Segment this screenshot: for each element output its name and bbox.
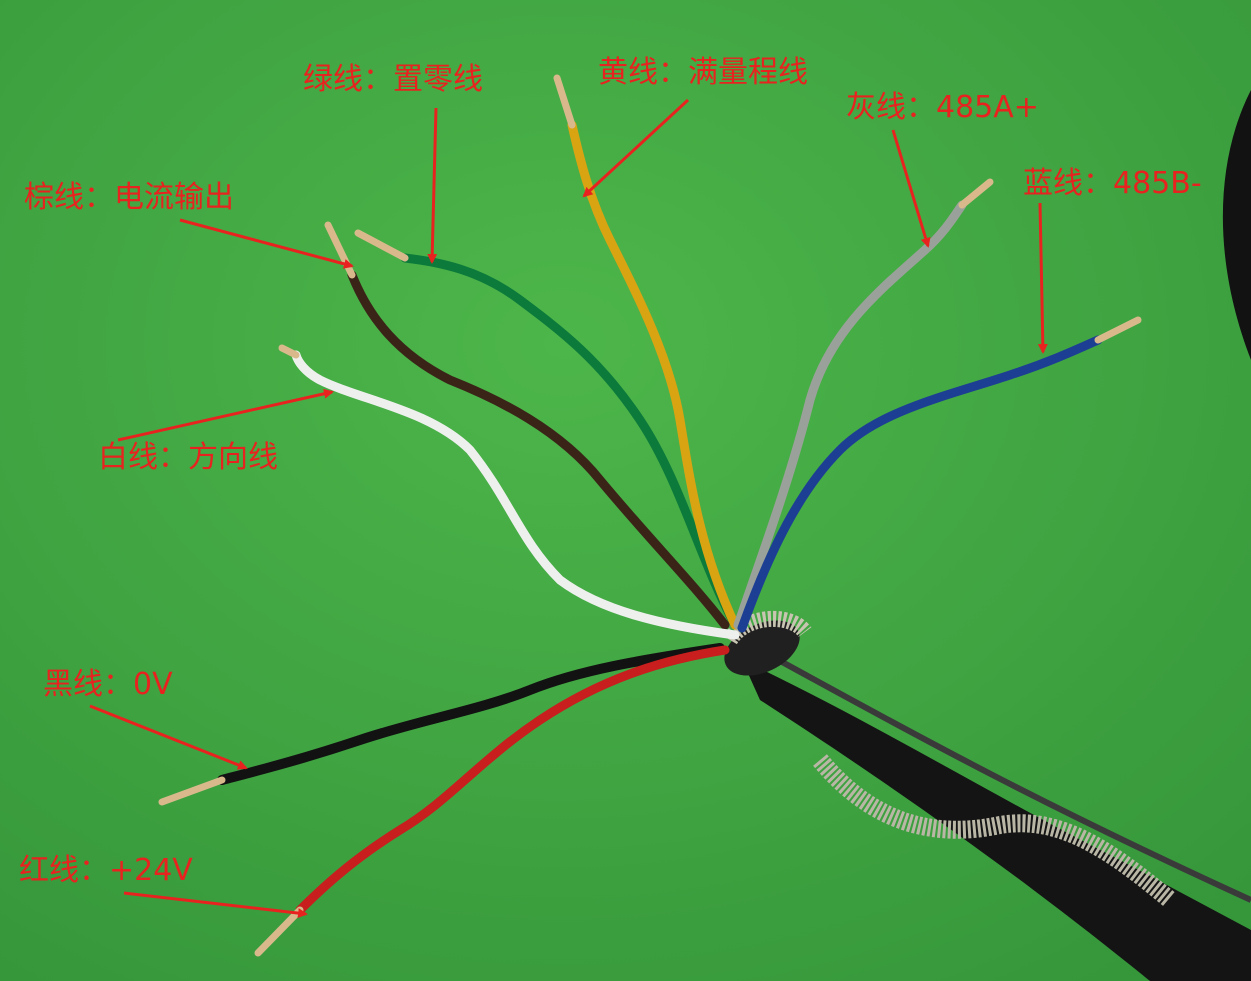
yellow-arrow bbox=[582, 98, 690, 198]
copper-tips bbox=[158, 74, 1142, 957]
cable-end bbox=[724, 620, 800, 676]
wires bbox=[217, 120, 1103, 915]
label-white-wire: 白线：方向线 bbox=[98, 440, 278, 475]
blue-wire bbox=[737, 335, 1103, 633]
label-yellow-wire: 黄线：满量程线 bbox=[598, 55, 808, 90]
green-tip bbox=[354, 229, 409, 262]
label-black-wire: 黑线：0V bbox=[43, 667, 173, 702]
label-gray-wire: 灰线：485A+ bbox=[846, 90, 1039, 125]
gray-tip bbox=[958, 178, 994, 209]
white-wire bbox=[291, 350, 740, 640]
yellow-tip bbox=[553, 74, 576, 129]
blue-tip bbox=[1094, 316, 1142, 344]
gray-wire bbox=[733, 200, 967, 630]
main-cable-highlight bbox=[758, 647, 1251, 903]
label-blue-wire: 蓝线：485B- bbox=[1023, 166, 1202, 201]
brown-arrow bbox=[179, 218, 354, 269]
green-wire bbox=[400, 253, 740, 630]
brown-wire bbox=[347, 270, 730, 630]
red-arrow bbox=[123, 891, 308, 919]
label-brown-wire: 棕线：电流输出 bbox=[24, 180, 234, 215]
dark-object-edge bbox=[1222, 90, 1251, 360]
red-wire bbox=[295, 645, 730, 915]
red-tip bbox=[254, 906, 304, 957]
black-tip bbox=[158, 776, 226, 806]
annotation-arrows bbox=[89, 98, 1048, 919]
label-green-wire: 绿线：置零线 bbox=[303, 62, 483, 97]
white-arrow bbox=[117, 388, 334, 442]
blue-arrow bbox=[1037, 202, 1048, 354]
black-arrow bbox=[89, 704, 248, 770]
black-wire bbox=[217, 643, 725, 785]
label-red-wire: 红线：+24V bbox=[19, 853, 193, 888]
white-tip bbox=[278, 344, 300, 359]
braided-shield bbox=[813, 754, 1176, 907]
main-cable bbox=[742, 660, 1251, 981]
gray-arrow bbox=[891, 129, 931, 248]
green-arrow bbox=[427, 107, 438, 264]
